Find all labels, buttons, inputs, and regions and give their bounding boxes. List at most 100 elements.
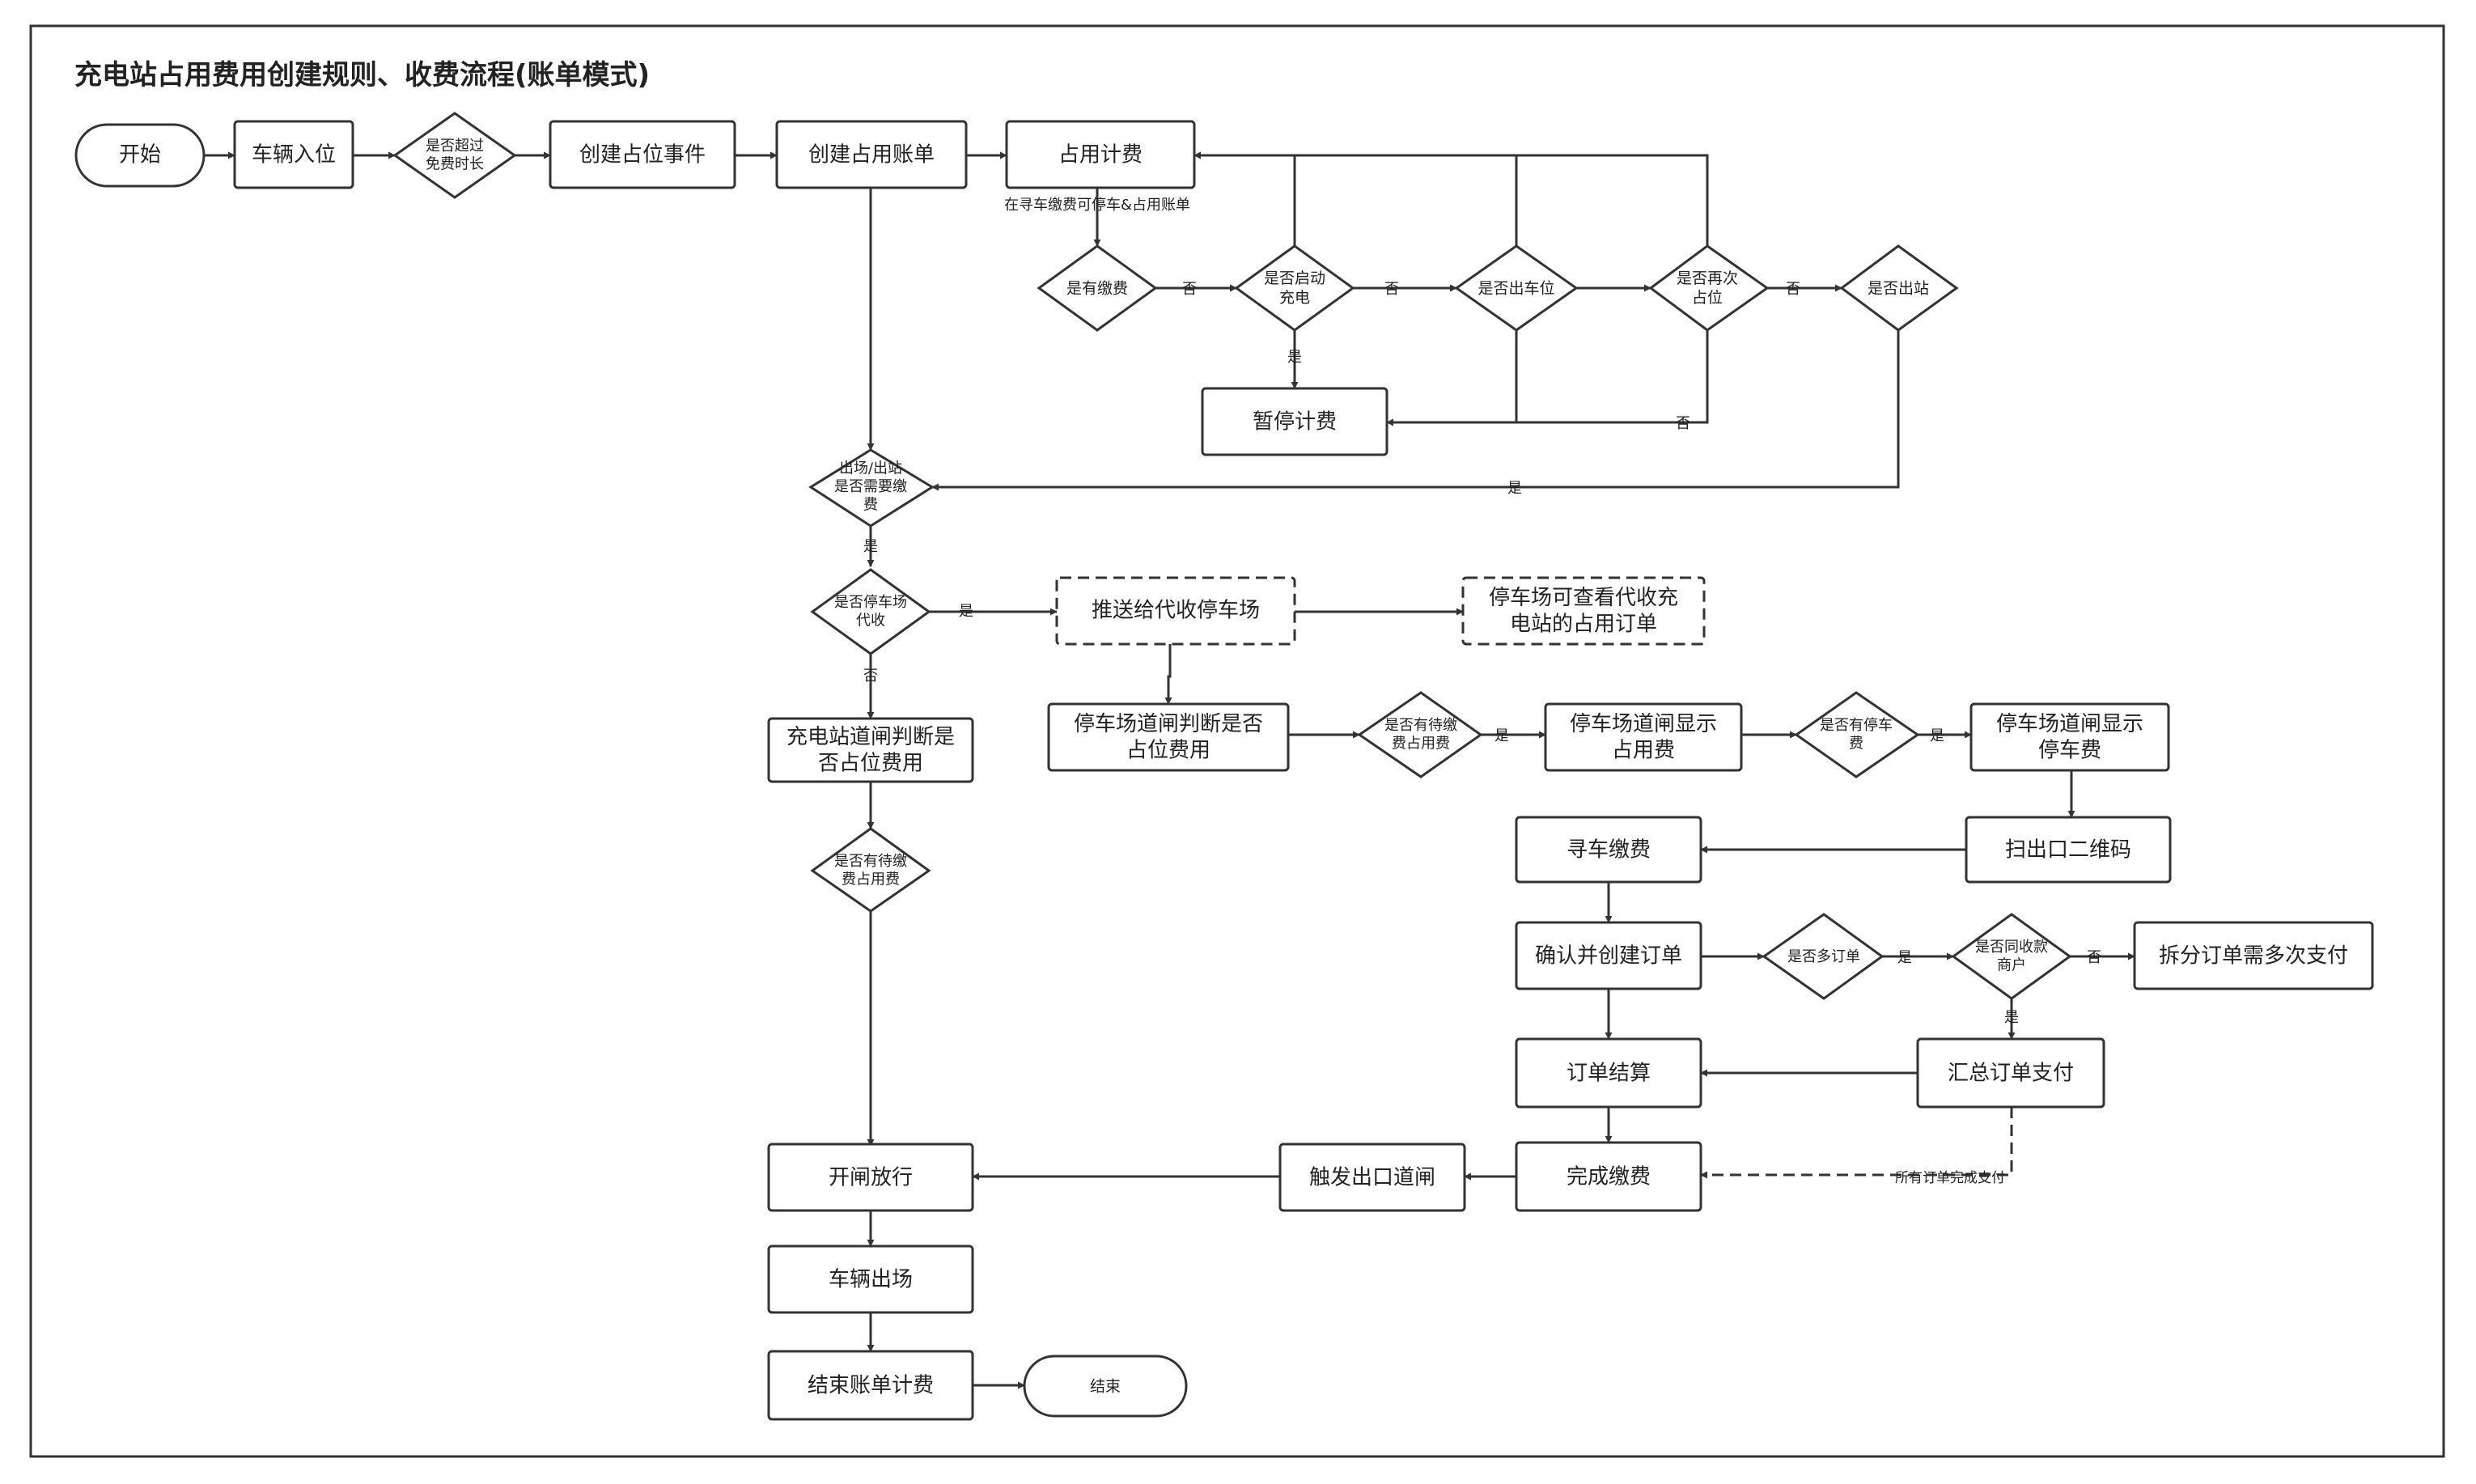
- start-terminal: [74, 123, 206, 188]
- vehicle-out-label: 车辆出场: [829, 1268, 913, 1292]
- push-parking-box: [1055, 576, 1296, 646]
- scan-qr-box: [1965, 816, 2172, 884]
- end-terminal: [1023, 1355, 1188, 1418]
- pause-billing-box: [1201, 387, 1389, 456]
- edge-labels: 在寻车缴费可停车&占用账单 否 否 否 是 否 是 是 是 否 是 是 是 否 …: [863, 197, 2101, 1186]
- edge-charging-loop: [1193, 151, 1296, 246]
- label-yes-hasparking: 是: [1930, 727, 1944, 744]
- label-yes-exit: 是: [1507, 480, 1522, 497]
- push-parking-label: 推送给代收停车场: [1092, 599, 1260, 623]
- label-yes-charging: 是: [1287, 349, 1302, 366]
- left-spot-diamond: [1454, 244, 1579, 332]
- create-event-label: 创建占位事件: [579, 143, 706, 167]
- occupy-billing-label: 占用计费: [1058, 143, 1143, 167]
- note-parking-pay: 在寻车缴费可停车&占用账单: [1004, 197, 1190, 214]
- create-bill-box: [775, 120, 968, 189]
- start-charging-diamond: [1234, 244, 1355, 332]
- pending-fee-diamond: [810, 827, 931, 913]
- has-paid-label: 是有缴费: [1066, 280, 1128, 298]
- label-no-pause: 否: [1676, 415, 1690, 432]
- edge-reoccupy-pause: [1516, 330, 1709, 424]
- trigger-gate-label: 触发出口道闸: [1309, 1166, 1435, 1190]
- split-order-label: 拆分订单需多次支付: [2159, 944, 2348, 969]
- parking-gate-label: 停车场道闸判断是否占位费用: [1074, 711, 1263, 762]
- node-labels: 开始 车辆入位 是否超过免费时长 创建占位事件 创建占用账单 占用计费 是有缴费…: [119, 138, 2348, 1398]
- need-pay-diamond: [808, 448, 935, 528]
- label-no-haspaid: 否: [1182, 281, 1197, 298]
- summary-pay-label: 汇总订单支付: [1948, 1062, 2074, 1086]
- gate-show-fee-box: [1544, 702, 1743, 772]
- order-settle-label: 订单结算: [1567, 1062, 1651, 1086]
- pending-fee-label: 是否有待缴费占用费: [834, 853, 907, 888]
- start-charging-label: 是否启动充电: [1264, 269, 1325, 307]
- label-yes-needpay: 是: [863, 538, 878, 555]
- create-event-box: [549, 120, 736, 189]
- split-order-box: [2133, 921, 2374, 990]
- label-no-charging: 否: [1384, 281, 1399, 298]
- occupy-billing-box: [1005, 120, 1196, 189]
- parking-gate-box: [1047, 702, 1290, 772]
- create-bill-label: 创建占用账单: [808, 143, 935, 167]
- same-merchant-label: 是否同收款商户: [1975, 939, 2048, 974]
- open-gate-box: [767, 1143, 974, 1212]
- gate-show-parking-label: 停车场道闸显示停车费: [1996, 711, 2143, 762]
- label-no-same: 否: [2087, 949, 2101, 966]
- find-car-pay-label: 寻车缴费: [1567, 838, 1651, 863]
- multi-order-diamond: [1762, 913, 1885, 1000]
- summary-pay-box: [1916, 1037, 2105, 1109]
- has-parking-fee-label: 是否有停车费: [1820, 717, 1893, 753]
- order-settle-box: [1515, 1037, 1702, 1109]
- has-parking-fee-diamond: [1794, 691, 1920, 778]
- connectors: [204, 151, 2135, 1389]
- pay-done-label: 完成缴费: [1567, 1165, 1651, 1189]
- label-yes-pending2: 是: [1495, 727, 1509, 744]
- pending-fee2-diamond: [1357, 691, 1483, 778]
- parking-view-label: 停车场可查看代收充电站的占用订单: [1489, 585, 1678, 636]
- label-no-reoccupy: 否: [1786, 281, 1800, 298]
- exceed-free-diamond: [392, 112, 517, 199]
- label-yes-collect: 是: [959, 603, 973, 620]
- need-pay-label: 出场/出站是否需要缴费: [834, 460, 907, 514]
- edge-push-parkinggate: [1164, 644, 1172, 705]
- node-shapes: [74, 112, 2374, 1421]
- open-gate-label: 开闸放行: [829, 1166, 913, 1190]
- gate-show-fee-label: 停车场道闸显示占用费: [1570, 711, 1717, 762]
- reoccupy-label: 是否再次占位: [1677, 269, 1738, 307]
- reoccupy-diamond: [1648, 244, 1770, 332]
- pending-fee2-label: 是否有待缴费占用费: [1384, 717, 1457, 753]
- confirm-order-box: [1515, 921, 1702, 990]
- edge-exit-needpay: [931, 330, 1900, 491]
- gate-show-parking-box: [1969, 702, 2170, 772]
- exceed-free-label: 是否超过免费时长: [426, 138, 484, 173]
- vehicle-in-label: 车辆入位: [252, 143, 336, 167]
- left-spot-label: 是否出车位: [1478, 280, 1554, 298]
- vehicle-out-box: [767, 1244, 974, 1314]
- edge-summary-done: [1700, 1107, 2013, 1179]
- parking-collect-diamond: [810, 568, 931, 655]
- station-gate-box: [767, 717, 974, 783]
- end-billing-box: [767, 1350, 974, 1421]
- parking-view-box: [1461, 576, 1706, 646]
- start-label: 开始: [119, 143, 161, 167]
- parking-collect-label: 是否停车场代收: [834, 594, 907, 630]
- multi-order-label: 是否多订单: [1787, 948, 1860, 965]
- diagram-title: 充电站占用费用创建规则、收费流程(账单模式): [74, 59, 650, 91]
- trigger-gate-box: [1278, 1143, 1466, 1212]
- exit-station-diamond: [1839, 244, 1959, 332]
- station-gate-label: 充电站道闸判断是否占位费用: [786, 724, 955, 775]
- end-label: 结束: [1090, 1378, 1121, 1396]
- edge-leftspot-pause: [1386, 330, 1518, 426]
- pay-done-box: [1515, 1141, 1702, 1212]
- diagram-frame: [29, 24, 2445, 1458]
- exit-station-label: 是否出站: [1868, 280, 1929, 298]
- edge-reoccupy-loop: [1295, 154, 1709, 246]
- confirm-order-label: 确认并创建订单: [1535, 944, 1682, 969]
- has-paid-diamond: [1037, 244, 1158, 332]
- label-no-collect: 否: [863, 668, 878, 685]
- pause-billing-label: 暂停计费: [1253, 410, 1337, 435]
- label-yes-same: 是: [2004, 1009, 2019, 1026]
- end-billing-label: 结束账单计费: [808, 1374, 934, 1398]
- label-all-paid: 所有订单完成支付: [1895, 1170, 2005, 1186]
- same-merchant-diamond: [1951, 913, 2072, 1000]
